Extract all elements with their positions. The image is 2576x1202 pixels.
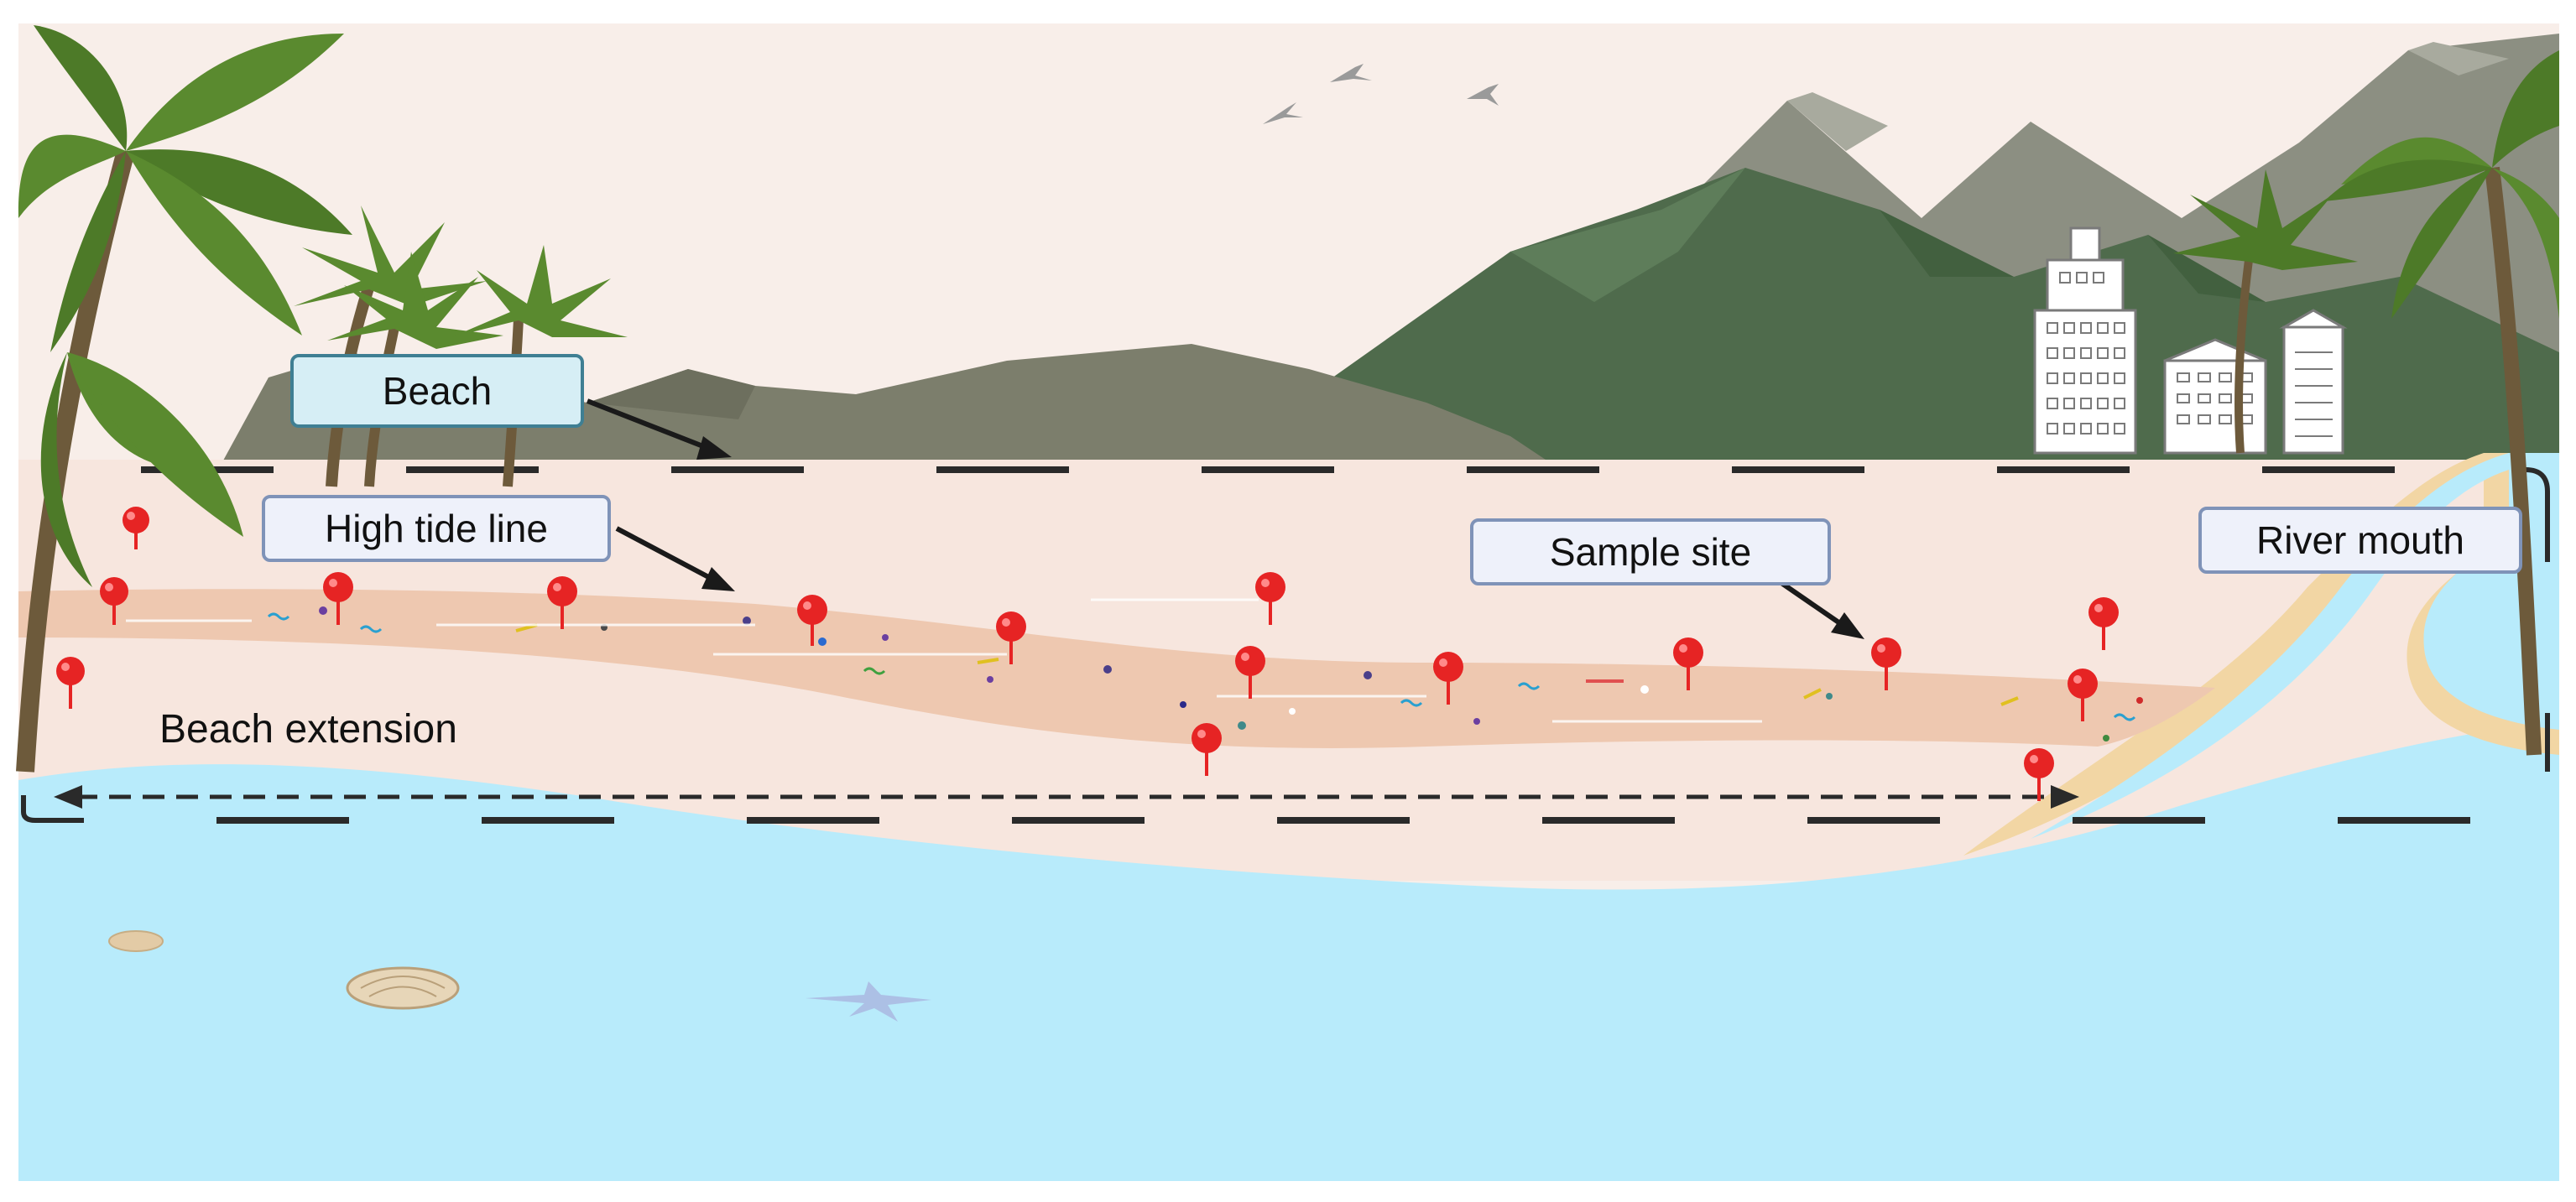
- arrow-icon: [615, 526, 735, 591]
- building-icon: [2163, 338, 2267, 455]
- bird-icon: [1467, 84, 1499, 106]
- bird-icon: [1330, 64, 1372, 82]
- seashell-icon: [346, 966, 460, 1010]
- river-mouth: [1963, 453, 2559, 856]
- map-pin-icon: [996, 611, 1026, 664]
- hills: [218, 344, 1561, 470]
- birds: [1263, 64, 1499, 124]
- palm-tree-icon: [2324, 50, 2559, 756]
- label-beach: Beach: [290, 354, 584, 428]
- map-pin-icon: [2088, 597, 2119, 650]
- map-pin-icon: [1871, 637, 1901, 690]
- map-pin-icon: [100, 577, 128, 625]
- map-pin-icon: [56, 657, 85, 709]
- label-beach-extension: Beach extension: [159, 707, 457, 752]
- building-icon: [2033, 226, 2137, 455]
- map-pin-icon: [1433, 652, 1463, 705]
- seashell-icon: [108, 930, 164, 952]
- sea: [18, 721, 2559, 1181]
- starfish-icon: [806, 981, 931, 1022]
- label-sample-site: Sample site: [1470, 518, 1831, 585]
- building-icon: [2279, 309, 2348, 455]
- city-buildings: [2033, 226, 2348, 455]
- arrow-icon: [54, 785, 82, 809]
- palm-tree-icon: [16, 25, 352, 773]
- arrow-icon: [586, 398, 732, 460]
- boundary-bracket-left: [21, 795, 84, 823]
- sand-streaks: [126, 598, 1762, 723]
- sample-sites: [56, 507, 2119, 801]
- map-pin-icon: [2068, 669, 2098, 721]
- beach-extension-arrow: [54, 785, 2079, 809]
- label-river-mouth: River mouth: [2198, 507, 2522, 574]
- map-pin-icon: [1192, 723, 1222, 776]
- boundary-bracket-right: [2525, 467, 2550, 562]
- map-pin-icon: [2024, 748, 2054, 801]
- map-pin-icon: [547, 576, 577, 629]
- map-pin-icon: [797, 595, 827, 646]
- map-pin-icon: [1255, 572, 1285, 625]
- palm-tree-icon: [2173, 169, 2358, 454]
- map-pin-icon: [123, 507, 149, 549]
- arrow-icon: [2051, 785, 2079, 809]
- dashed-boundary-lines: [141, 466, 2484, 824]
- map-pin-icon: [323, 572, 353, 625]
- map-pin-icon: [1235, 646, 1265, 699]
- bird-icon: [1263, 102, 1303, 124]
- label-high-tide-line: High tide line: [262, 495, 611, 562]
- map-pin-icon: [1673, 637, 1703, 690]
- debris: [267, 606, 2143, 741]
- high-tide-band: [18, 589, 2215, 748]
